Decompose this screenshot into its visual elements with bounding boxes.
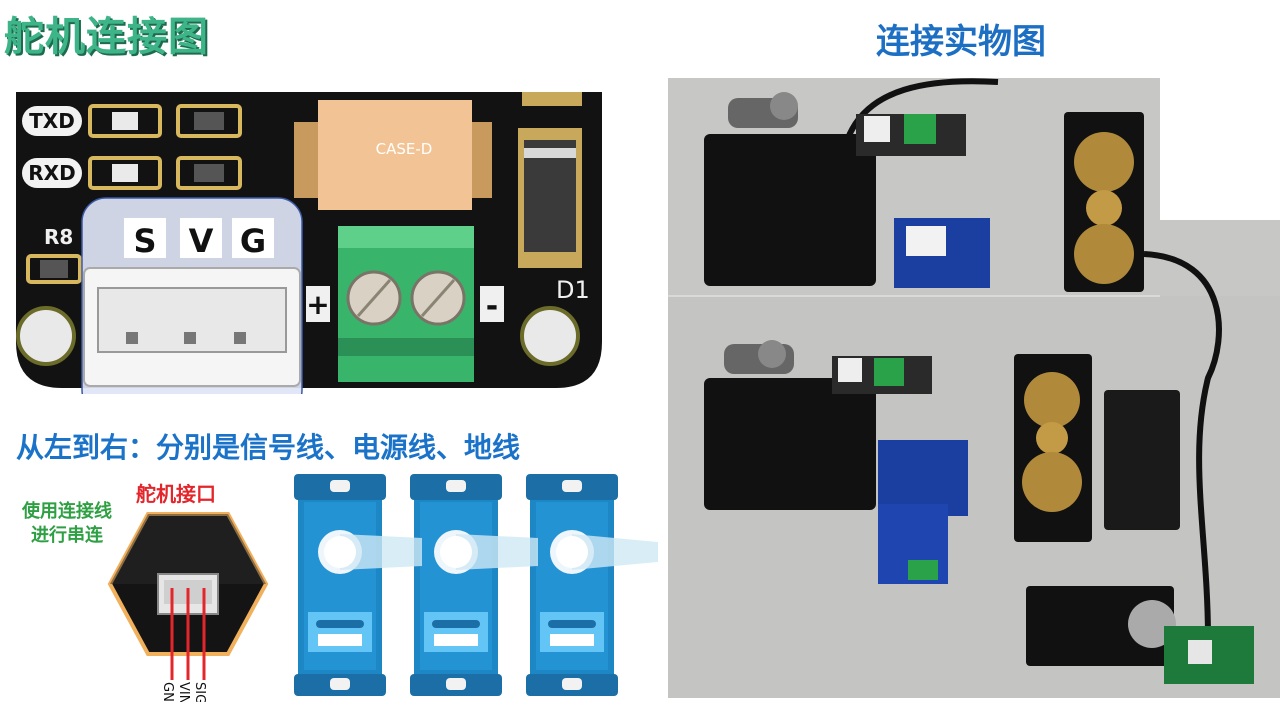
photo-title: 连接实物图 [876, 22, 1046, 62]
servo-2 [410, 474, 502, 696]
servo-horn-3 [572, 534, 658, 570]
photo-servo-bottom [704, 378, 876, 510]
series-note-line-2: 进行串连 [31, 525, 103, 546]
servo-horn-2 [456, 534, 538, 570]
txd-label: TXD [29, 109, 75, 133]
capacitor-case [318, 100, 472, 210]
resistor-1 [176, 104, 242, 138]
mount-hole-right [520, 306, 580, 366]
diode-body [524, 140, 576, 252]
series-note-line-1: 使用连接线 [22, 501, 112, 522]
mount-hole-left [16, 306, 76, 366]
pcb-board: TXD RXD R8 CASE-D D1 + - S V G [16, 92, 602, 394]
photo-servo-case [1104, 390, 1180, 530]
servo-chain [294, 474, 658, 696]
photo-board-middle [878, 440, 968, 516]
servo-port-hexagon: GNI VIN SIG [107, 512, 269, 702]
pin-s-label: S [133, 222, 156, 260]
series-connect-note: 使用连接线 进行串连 [12, 500, 122, 548]
resistor-r8 [26, 254, 82, 284]
rxd-label-group: RXD [22, 158, 82, 188]
r8-label: R8 [44, 225, 73, 249]
led-txd [88, 104, 162, 138]
txd-label-group: TXD [22, 106, 82, 136]
d1-label: D1 [556, 276, 590, 304]
minus-label: - [486, 289, 498, 324]
connection-photo [668, 78, 1280, 698]
servo-port-label: 舵机接口 [136, 482, 216, 506]
pin-g-label: G [240, 222, 266, 260]
led-rxd [88, 156, 162, 190]
wire-label-sig: SIG [192, 682, 207, 702]
plus-label: + [306, 288, 329, 321]
capacitor-label: CASE-D [376, 140, 433, 158]
photo-servo-top [704, 134, 876, 286]
servo-horn-1 [340, 534, 422, 570]
wire-label-gnd: GNI [160, 682, 175, 702]
servo-1 [294, 474, 386, 696]
led-txd-body [112, 112, 138, 130]
pin-v-label: V [189, 222, 214, 260]
wire-order-caption: 从左到右：分别是信号线、电源线、地线 [16, 431, 521, 464]
diagram-title: 舵机连接图 [4, 14, 209, 60]
wire-label-vin: VIN [176, 682, 191, 702]
servo-3 [526, 474, 618, 696]
led-rxd-body [112, 164, 138, 182]
resistor-2 [176, 156, 242, 190]
rxd-label: RXD [28, 161, 75, 185]
